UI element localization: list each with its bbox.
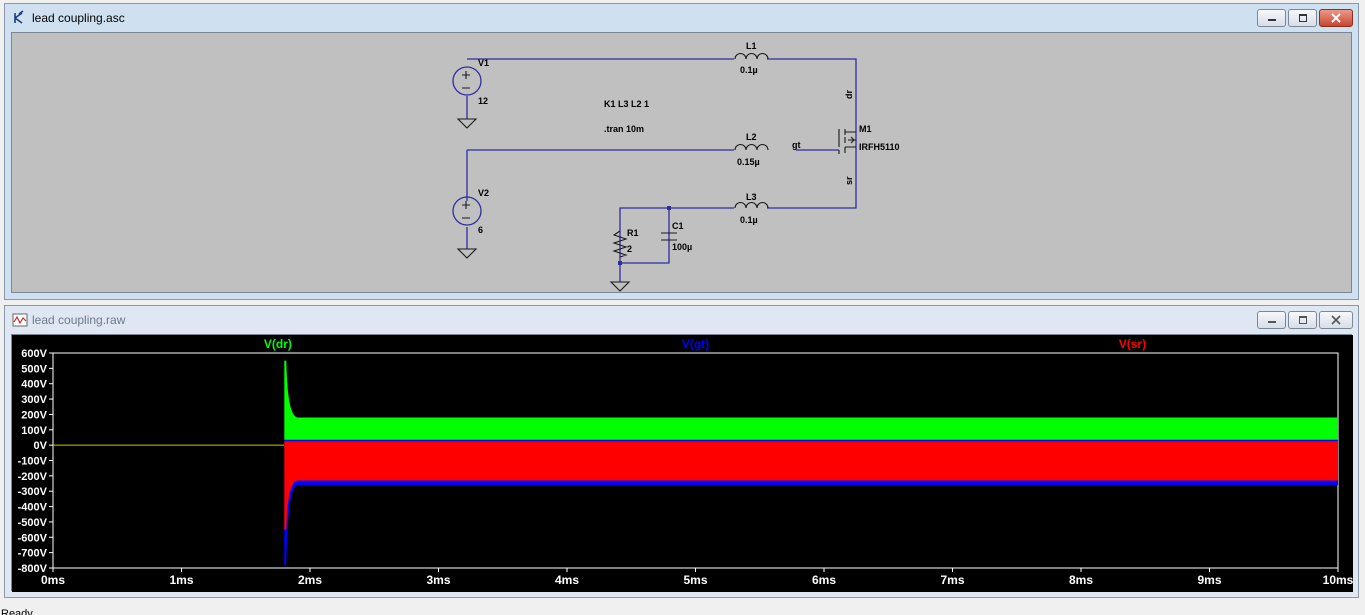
y-tick-label: 0V <box>34 440 48 452</box>
y-tick-label: 100V <box>21 425 47 437</box>
x-tick-label: 5ms <box>683 573 707 587</box>
waveform-icon <box>12 313 28 327</box>
ltspice-schematic-icon <box>14 10 24 24</box>
y-tick-label: -800V <box>18 563 48 575</box>
spice-directive-coupling: K1 L3 L2 1 <box>604 99 649 109</box>
m1-model: IRFH5110 <box>859 142 900 152</box>
y-tick-label: -300V <box>18 486 48 498</box>
close-icon <box>1331 13 1341 23</box>
l2-value: 0.15µ <box>737 157 760 167</box>
y-tick-label: -100V <box>18 456 48 468</box>
y-tick-label: -400V <box>18 502 48 514</box>
y-tick-label: -200V <box>18 471 48 483</box>
l1-label: L1 <box>746 41 757 51</box>
schematic-canvas[interactable]: V1 12 V2 6 L1 0.1µ L2 0.15µ L3 0.1µ M1 I… <box>11 32 1352 293</box>
l2-label: L2 <box>746 132 757 142</box>
minimize-button[interactable] <box>1257 311 1286 329</box>
maximize-icon <box>1298 316 1307 324</box>
v1-value: 12 <box>478 96 488 106</box>
close-icon <box>1331 315 1341 325</box>
close-button[interactable] <box>1319 311 1353 329</box>
waveform-window[interactable]: lead coupling.raw 600V 500V 400V 300V 200V 10… <box>4 305 1359 598</box>
y-tick-label: -600V <box>18 532 48 544</box>
legend-v-dr: V(dr) <box>264 337 292 351</box>
status-bar: Ready <box>0 606 1365 615</box>
trace-v-dr <box>284 360 1338 441</box>
x-tick-label: 2ms <box>298 573 322 587</box>
waveform-titlebar[interactable]: lead coupling.raw <box>5 306 1358 334</box>
minimize-icon <box>1267 321 1276 323</box>
y-tick-label: 400V <box>21 379 47 391</box>
c1-label: C1 <box>672 221 684 231</box>
maximize-button[interactable] <box>1288 9 1317 27</box>
net-label-gt: gt <box>792 140 801 150</box>
x-tick-label: 4ms <box>555 573 579 587</box>
c1-value: 100µ <box>672 242 692 252</box>
y-tick-label: 500V <box>21 363 47 375</box>
y-tick-label: 200V <box>21 409 47 421</box>
waveform-plot[interactable]: 600V 500V 400V 300V 200V 100V 0V -100V -200V -300… <box>12 335 1353 592</box>
waveform-pane[interactable]: 600V 500V 400V 300V 200V 100V 0V -100V -200V -300… <box>11 334 1353 592</box>
net-label-dr: dr <box>844 90 854 99</box>
net-label-sr: sr <box>844 176 854 185</box>
maximize-icon <box>1298 14 1307 22</box>
v2-label: V2 <box>478 188 489 198</box>
legend-v-sr: V(sr) <box>1119 337 1146 351</box>
l3-value: 0.1µ <box>740 215 758 225</box>
y-tick-label: 600V <box>21 348 47 360</box>
window-title: lead coupling.asc <box>32 11 125 25</box>
l1-value: 0.1µ <box>740 65 758 75</box>
y-tick-label: 300V <box>21 394 47 406</box>
minimize-button[interactable] <box>1257 9 1286 27</box>
status-text: Ready <box>1 608 33 615</box>
x-tick-label: 0ms <box>41 573 65 587</box>
close-button[interactable] <box>1319 9 1353 27</box>
x-tick-label: 9ms <box>1197 573 1221 587</box>
x-tick-label: 6ms <box>812 573 836 587</box>
schematic-window[interactable]: lead coupling.asc <box>4 3 1359 300</box>
y-tick-label: -500V <box>18 517 48 529</box>
x-tick-label: 1ms <box>169 573 193 587</box>
m1-label: M1 <box>859 124 872 134</box>
v2-value: 6 <box>478 225 483 235</box>
legend-v-gt: V(gt) <box>682 337 709 351</box>
minimize-icon <box>1267 19 1276 21</box>
y-tick-label: -700V <box>18 548 48 560</box>
trace-v-sr <box>284 440 1338 530</box>
v1-label: V1 <box>478 58 489 68</box>
x-tick-label: 10ms <box>1323 573 1353 587</box>
window-title: lead coupling.raw <box>32 313 126 327</box>
maximize-button[interactable] <box>1288 311 1317 329</box>
schematic-titlebar[interactable]: lead coupling.asc <box>5 4 1358 32</box>
r1-label: R1 <box>627 228 639 238</box>
l3-label: L3 <box>746 192 757 202</box>
r1-value: 2 <box>627 244 632 254</box>
x-tick-label: 8ms <box>1069 573 1093 587</box>
spice-directive-tran: .tran 10m <box>604 124 644 134</box>
x-tick-label: 3ms <box>426 573 450 587</box>
x-tick-label: 7ms <box>940 573 964 587</box>
